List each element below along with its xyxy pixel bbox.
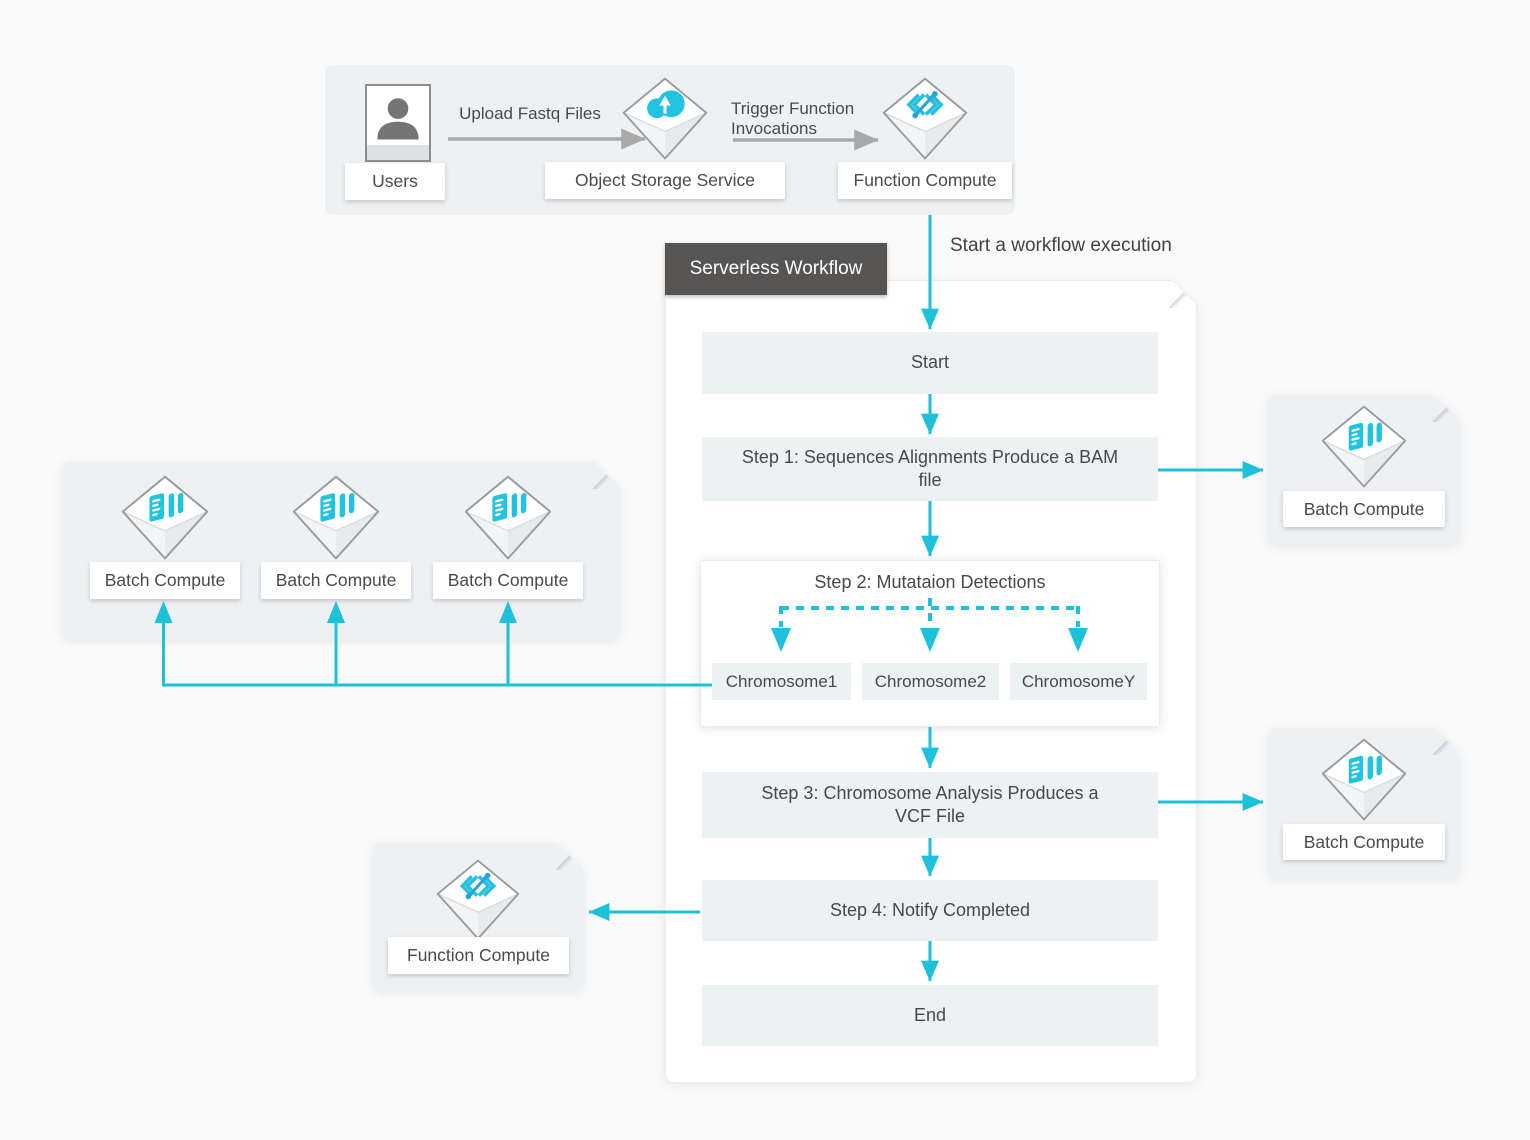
step-start: Start <box>702 332 1158 394</box>
function-compute-label: Function Compute <box>838 162 1012 199</box>
chromosome-2-box: Chromosome2 <box>862 663 999 700</box>
step-2-title: Step 2: Mutataion Detections <box>814 572 1046 592</box>
edge-label-trigger-function: Trigger Function Invocations <box>731 99 855 138</box>
chromosome-y-box: ChromosomeY <box>1010 663 1147 700</box>
user-icon <box>365 84 431 162</box>
function-compute-icon <box>880 76 970 162</box>
function-compute-icon <box>434 858 522 942</box>
start-execution-label: Start a workflow execution <box>950 235 1172 256</box>
step-3: Step 3: Chromosome Analysis Produces a V… <box>702 772 1158 838</box>
batch-compute-icon <box>1319 737 1409 823</box>
batch-compute-icon <box>119 474 211 562</box>
left-batch-compute-label-1: Batch Compute <box>90 562 240 599</box>
edge-label-upload-fastq: Upload Fastq Files <box>459 104 601 123</box>
users-label: Users <box>345 163 445 200</box>
batch-compute-icon <box>462 474 554 562</box>
step-end: End <box>702 985 1158 1046</box>
workflow-title: Serverless Workflow <box>665 243 887 295</box>
user-icon-base <box>367 145 429 160</box>
right-batch-compute-label-1: Batch Compute <box>1283 491 1445 527</box>
step-1: Step 1: Sequences Alignments Produce a B… <box>702 437 1158 501</box>
bottom-function-compute-label: Function Compute <box>388 937 569 974</box>
chromosome-1-box: Chromosome1 <box>712 663 851 700</box>
right-batch-compute-label-2: Batch Compute <box>1283 824 1445 860</box>
oss-icon <box>620 76 710 162</box>
batch-compute-icon <box>290 474 382 562</box>
step-4: Step 4: Notify Completed <box>702 880 1158 941</box>
batch-compute-icon <box>1319 404 1409 490</box>
left-batch-compute-label-2: Batch Compute <box>261 562 411 599</box>
oss-label: Object Storage Service <box>545 162 785 199</box>
left-batch-compute-label-3: Batch Compute <box>433 562 583 599</box>
